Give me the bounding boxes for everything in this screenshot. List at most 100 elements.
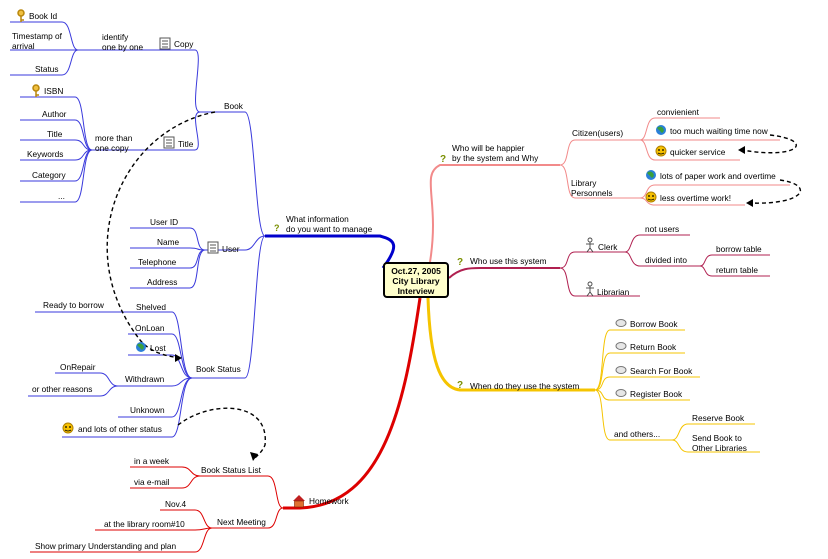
topic-citizen[interactable]: Citizen(users) bbox=[572, 128, 624, 138]
topic-what-information-line1: What information bbox=[286, 214, 349, 224]
homework-lines bbox=[30, 466, 284, 553]
center-library: City Library bbox=[392, 276, 440, 286]
topic-search-book[interactable]: Search For Book bbox=[630, 366, 693, 376]
trunk-happier bbox=[429, 164, 560, 263]
bubble-icon-register bbox=[615, 389, 627, 397]
topic-when-use[interactable]: When do they use the system bbox=[470, 381, 580, 391]
topic-status[interactable]: Status bbox=[35, 64, 59, 74]
topic-library-personnels[interactable]: Library Personnels bbox=[571, 178, 613, 198]
topic-divided-into[interactable]: divided into bbox=[645, 255, 687, 265]
topic-ready-to-borrow[interactable]: Ready to borrow bbox=[43, 300, 104, 310]
topic-shelved[interactable]: Shelved bbox=[136, 302, 166, 312]
when-lines bbox=[594, 329, 760, 453]
key-icon-book-id bbox=[17, 9, 25, 22]
bubble-icon-search bbox=[615, 366, 627, 374]
topic-book-status[interactable]: Book Status bbox=[196, 364, 241, 374]
topic-who-happier[interactable]: Who will be happier by the system and Wh… bbox=[452, 143, 538, 163]
topic-return-book[interactable]: Return Book bbox=[630, 342, 677, 352]
topic-isbn[interactable]: ISBN bbox=[44, 86, 64, 96]
center-interview: Interview bbox=[397, 286, 435, 296]
topic-not-users[interactable]: not users bbox=[645, 224, 680, 234]
topic-category[interactable]: Category bbox=[32, 170, 66, 180]
topic-timestamp[interactable]: Timestamp of arrival bbox=[12, 31, 62, 51]
bubble-icon-return bbox=[615, 342, 627, 350]
trunk-homework bbox=[283, 297, 422, 510]
topic-onrepair[interactable]: OnRepair bbox=[60, 362, 96, 372]
happier-lines bbox=[559, 117, 790, 206]
topic-title-group[interactable]: Title bbox=[178, 139, 194, 149]
topic-send-book[interactable]: Send Book to Other Libraries bbox=[692, 433, 747, 453]
topic-unknown[interactable]: Unknown bbox=[130, 405, 165, 415]
globe-icon-lost bbox=[136, 342, 146, 352]
trunk-when bbox=[426, 297, 595, 392]
question-icon-manage: ? bbox=[274, 223, 280, 233]
topic-title-item[interactable]: Title bbox=[47, 129, 63, 139]
identify-line2: one by one bbox=[102, 42, 144, 52]
topic-borrow-book[interactable]: Borrow Book bbox=[630, 319, 678, 329]
topic-what-information-line2: do you want to manage bbox=[286, 224, 373, 234]
user-doc-icon bbox=[207, 241, 219, 254]
topic-telephone[interactable]: Telephone bbox=[138, 257, 177, 267]
personnel-line2: Personnels bbox=[571, 188, 613, 198]
topic-library-room[interactable]: at the library room#10 bbox=[104, 519, 185, 529]
topic-reserve-book[interactable]: Reserve Book bbox=[692, 413, 745, 423]
topic-in-a-week[interactable]: in a week bbox=[134, 456, 170, 466]
copy-doc-icon bbox=[159, 37, 171, 50]
topic-withdrawn[interactable]: Withdrawn bbox=[125, 374, 165, 384]
topic-librarian[interactable]: Librarian bbox=[597, 287, 630, 297]
topic-user-id[interactable]: User ID bbox=[150, 217, 179, 227]
topic-convienient[interactable]: convienient bbox=[657, 107, 699, 117]
topic-and-others[interactable]: and others... bbox=[614, 429, 661, 439]
topic-other-reasons[interactable]: or other reasons bbox=[32, 384, 93, 394]
title-doc-icon bbox=[163, 136, 175, 149]
topic-keywords[interactable]: Keywords bbox=[27, 149, 64, 159]
topic-waiting-time[interactable]: too much waiting time now bbox=[670, 126, 768, 136]
central-topic[interactable]: Oct.27, 2005 City Library Interview bbox=[383, 262, 449, 298]
topic-via-email[interactable]: via e-mail bbox=[134, 477, 170, 487]
topic-return-table[interactable]: return table bbox=[716, 265, 758, 275]
smiley-icon-other-status bbox=[62, 422, 74, 434]
topic-lost[interactable]: Lost bbox=[150, 343, 166, 353]
topic-who-use[interactable]: Who use this system bbox=[470, 256, 547, 266]
topic-what-information[interactable]: What information do you want to manage bbox=[286, 214, 372, 234]
topic-name[interactable]: Name bbox=[157, 237, 180, 247]
topic-user[interactable]: User bbox=[222, 244, 240, 254]
topic-register-book[interactable]: Register Book bbox=[630, 389, 683, 399]
globe-icon-paperwork bbox=[646, 170, 656, 180]
topic-primary-understanding[interactable]: Show primary Understanding and plan bbox=[35, 541, 177, 551]
topic-less-overtime[interactable]: less overtime work! bbox=[660, 193, 732, 203]
topic-book-id[interactable]: Book Id bbox=[29, 11, 58, 21]
topic-more-than-one-copy[interactable]: more than one copy bbox=[95, 133, 132, 153]
topic-address[interactable]: Address bbox=[147, 277, 178, 287]
use-system-lines bbox=[559, 234, 770, 297]
dashed-connectors bbox=[106, 111, 802, 459]
topic-paper-work[interactable]: lots of paper work and overtime bbox=[660, 171, 776, 181]
topic-borrow-table[interactable]: borrow table bbox=[716, 244, 762, 254]
trunk-use-system bbox=[448, 267, 560, 279]
question-icon-use: ? bbox=[457, 257, 463, 268]
more-than-line1: more than bbox=[95, 133, 133, 143]
person-icon-librarian bbox=[586, 281, 594, 297]
topic-book-status-list[interactable]: Book Status List bbox=[201, 465, 261, 475]
topic-onloan[interactable]: OnLoan bbox=[135, 323, 165, 333]
more-than-line2: one copy bbox=[95, 143, 129, 153]
bubble-icon-borrow bbox=[615, 319, 627, 327]
house-icon-homework bbox=[293, 495, 305, 508]
topic-author[interactable]: Author bbox=[42, 109, 67, 119]
topic-clerk[interactable]: Clerk bbox=[598, 242, 618, 252]
topic-other-status[interactable]: and lots of other status bbox=[78, 424, 162, 434]
smiley-icon-overtime bbox=[645, 191, 657, 203]
smiley-icon-quicker bbox=[655, 145, 667, 157]
topic-next-meeting[interactable]: Next Meeting bbox=[217, 517, 266, 527]
topic-homework[interactable]: Homework bbox=[309, 496, 349, 506]
center-date: Oct.27, 2005 bbox=[391, 266, 441, 276]
topic-identify-one-by-one[interactable]: identify one by one bbox=[102, 32, 143, 52]
topic-book[interactable]: Book bbox=[224, 101, 243, 111]
topic-nov-4[interactable]: Nov.4 bbox=[165, 499, 187, 509]
topic-quicker-service[interactable]: quicker service bbox=[670, 147, 726, 157]
topic-ellipsis[interactable]: ... bbox=[58, 191, 65, 201]
topic-copy[interactable]: Copy bbox=[174, 39, 194, 49]
identify-line1: identify bbox=[102, 32, 129, 42]
